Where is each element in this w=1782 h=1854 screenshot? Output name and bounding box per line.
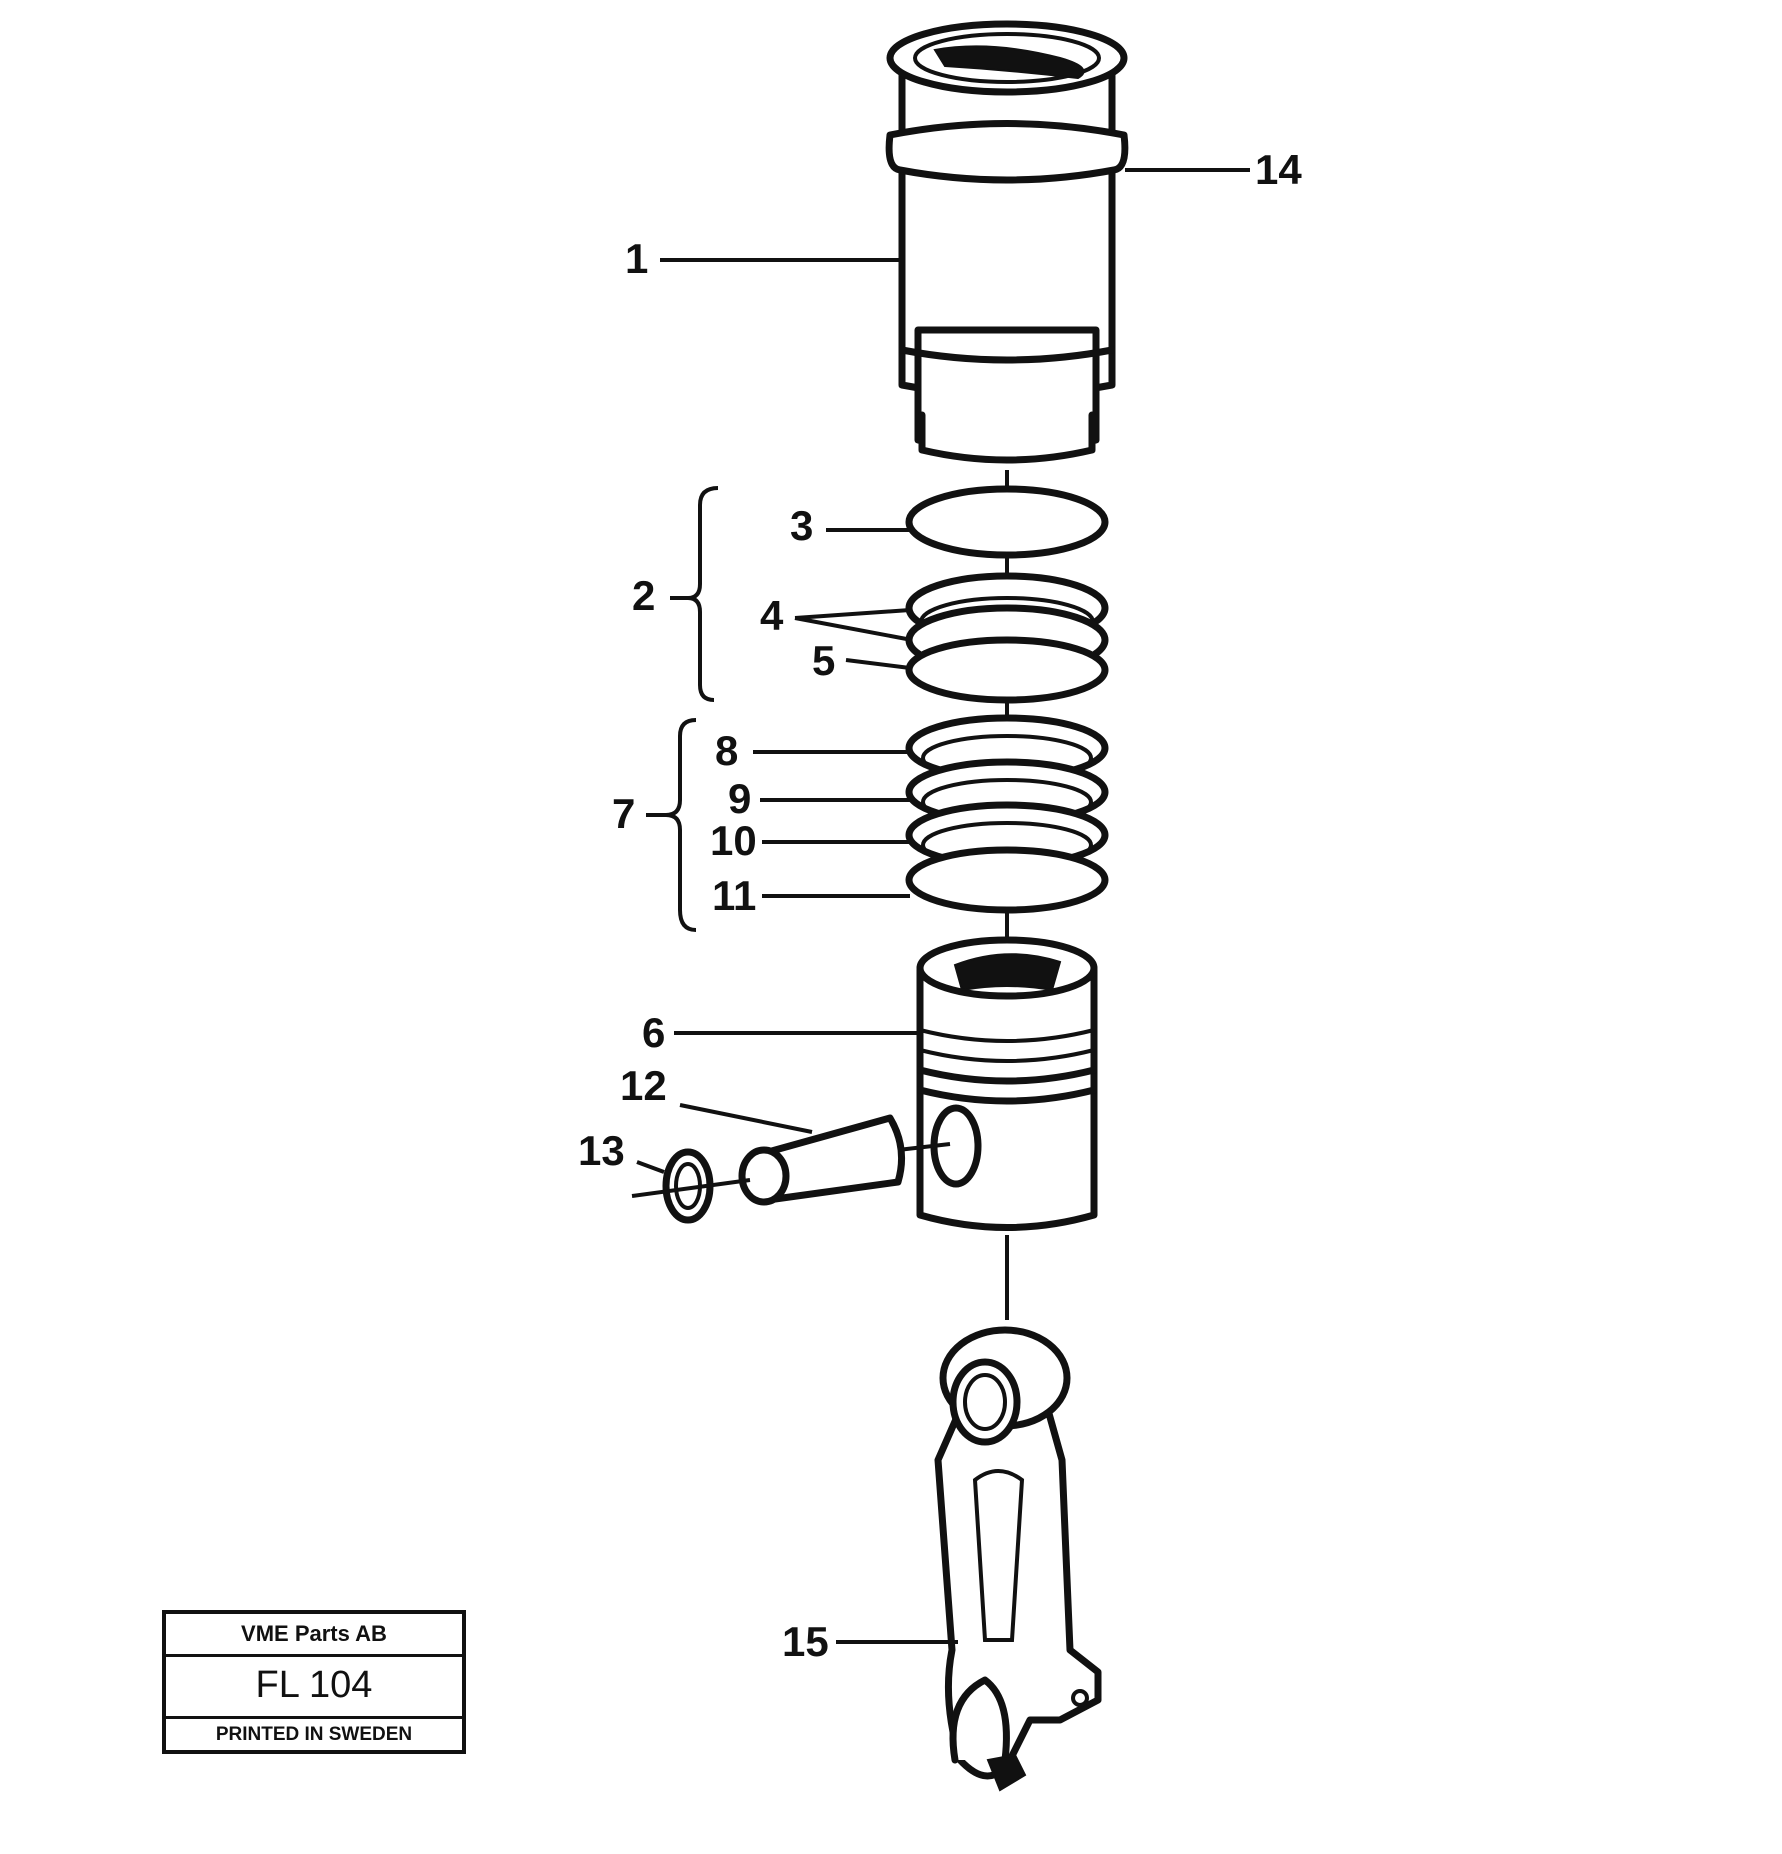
- piston-rings-drawing: [905, 714, 1109, 914]
- circlip-drawing: [631, 1148, 751, 1224]
- piston-drawing: [916, 936, 1098, 1231]
- callout-8: 8: [715, 727, 738, 774]
- callout-1: 1: [625, 235, 648, 282]
- callout-12: 12: [620, 1062, 667, 1109]
- callout-2: 2: [632, 572, 655, 619]
- title-block-code: FL 104: [166, 1654, 462, 1719]
- callout-4: 4: [760, 592, 784, 639]
- callout-3: 3: [790, 502, 813, 549]
- callout-7: 7: [612, 790, 635, 837]
- piston-pin-drawing: [738, 1114, 951, 1206]
- connecting-rod-drawing: [934, 1326, 1102, 1792]
- brace-group-2: [670, 486, 719, 702]
- callout-6: 6: [642, 1009, 665, 1056]
- title-block: VME Parts AB FL 104 PRINTED IN SWEDEN: [162, 1610, 466, 1754]
- callout-14: 14: [1255, 146, 1302, 193]
- brace-group-7: [646, 718, 697, 932]
- seal-ring-drawing: [905, 485, 1109, 559]
- callout-11: 11: [712, 872, 756, 919]
- callout-10: 10: [710, 817, 757, 864]
- title-block-printed: PRINTED IN SWEDEN: [215, 1724, 413, 1745]
- liner-seal-rings-drawing: [905, 572, 1109, 704]
- callout-9: 9: [728, 775, 751, 822]
- leader-lines: [636, 168, 1250, 1644]
- cylinder-liner-drawing: [885, 20, 1129, 464]
- callout-13: 13: [578, 1127, 625, 1174]
- callout-15: 15: [782, 1618, 829, 1665]
- title-block-company: VME Parts AB: [166, 1614, 462, 1657]
- callout-labels: 1 2 3 4 5 6 7 8 9 10 11 12 13 14 15: [578, 146, 1302, 1665]
- callout-5: 5: [812, 637, 835, 684]
